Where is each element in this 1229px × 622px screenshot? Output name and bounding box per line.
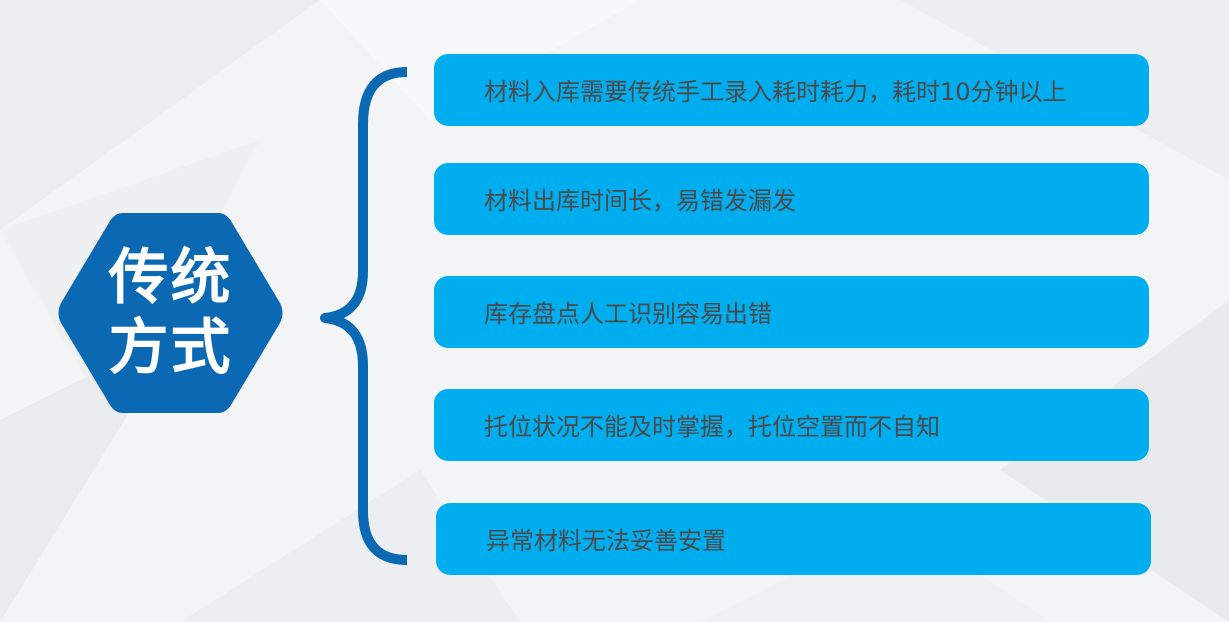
curly-brace [320,67,408,565]
list-item-text: 材料出库时间长，易错发漏发 [484,187,796,215]
list-item: 材料出库时间长，易错发漏发 [434,163,1149,235]
list-item-text: 材料入库需要传统手工录入耗时耗力，耗时10分钟以上 [484,78,1067,106]
list-item-text: 托位状况不能及时掌握，托位空置而不自知 [484,413,940,441]
list-item: 材料入库需要传统手工录入耗时耗力，耗时10分钟以上 [434,54,1149,126]
title-line-2: 方式 [108,313,233,383]
hexagon-title-badge: 传统 方式 [53,207,288,419]
list-item-text: 库存盘点人工识别容易出错 [484,300,772,328]
list-item: 异常材料无法妥善安置 [436,503,1151,575]
title-line-1: 传统 [108,243,233,313]
list-item: 托位状况不能及时掌握，托位空置而不自知 [434,389,1149,461]
list-item: 库存盘点人工识别容易出错 [434,276,1149,348]
list-item-text: 异常材料无法妥善安置 [486,527,726,555]
